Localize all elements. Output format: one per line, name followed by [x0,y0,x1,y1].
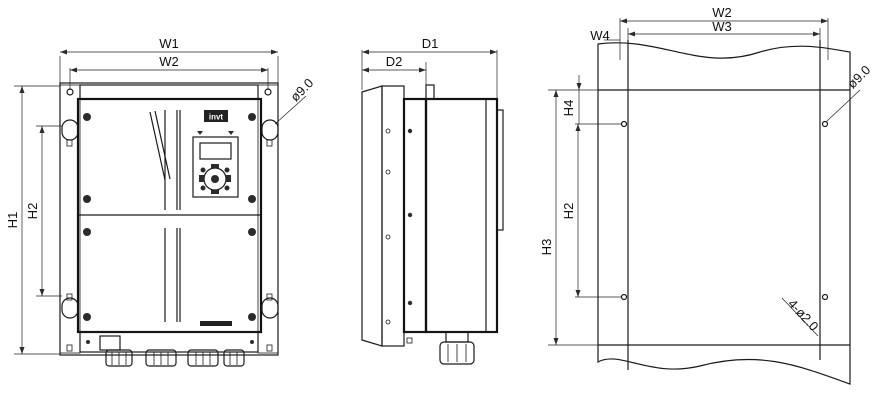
dim-w1-label: W1 [159,36,179,51]
side-flange [361,85,383,347]
dim-d1-label: D1 [422,36,439,51]
nameplate-strip [200,321,232,326]
side-keypad-edge [496,109,504,231]
cable-glands [86,335,254,367]
front-view: invt [5,36,316,367]
logo-plate [204,110,228,122]
dim-d2-label: D2 [386,54,403,69]
handle-slash [149,111,166,181]
dim-w3-label: W3 [712,19,732,34]
side-cable-gland [439,331,475,365]
dim-h3-label: H3 [539,239,554,256]
dim-h2-mount-label: H2 [561,203,576,220]
dim-h4-label: H4 [561,100,576,117]
side-bracket [381,85,405,347]
mount-holes-label: 4-ø2.0 [785,296,822,334]
front-dimensions [14,49,307,355]
hole-diameter-label: ø9.0 [287,75,316,104]
handle-slash-2 [154,110,171,180]
dim-w2-mount-label: W2 [712,5,732,20]
top-strip [79,84,259,100]
mounting-view: W2 W3 W4 H3 H2 H4 ø9.0 4-ø2.0 [539,5,873,385]
bracket-holes [61,88,279,352]
cover-screws [83,113,256,321]
mounting-dimensions [548,18,861,346]
side-view: D1 D2 [361,36,504,365]
dim-h1-label: H1 [5,212,20,229]
side-dimensions [361,49,498,99]
keypad-panel [192,131,239,198]
dim-w2-label: W2 [159,54,179,69]
mounting-holes [620,120,829,301]
side-plate [402,97,428,334]
wall-outline [597,42,851,385]
dim-w4-label: W4 [590,28,610,43]
dim-h2-label: H2 [25,203,40,220]
side-screws [385,128,413,344]
side-top-tab [425,84,435,100]
mount-hole-diameter-label: ø9.0 [844,62,873,91]
cable-box [79,331,259,353]
mounting-plate-outline [59,82,279,356]
logo-text: invt [209,113,224,122]
